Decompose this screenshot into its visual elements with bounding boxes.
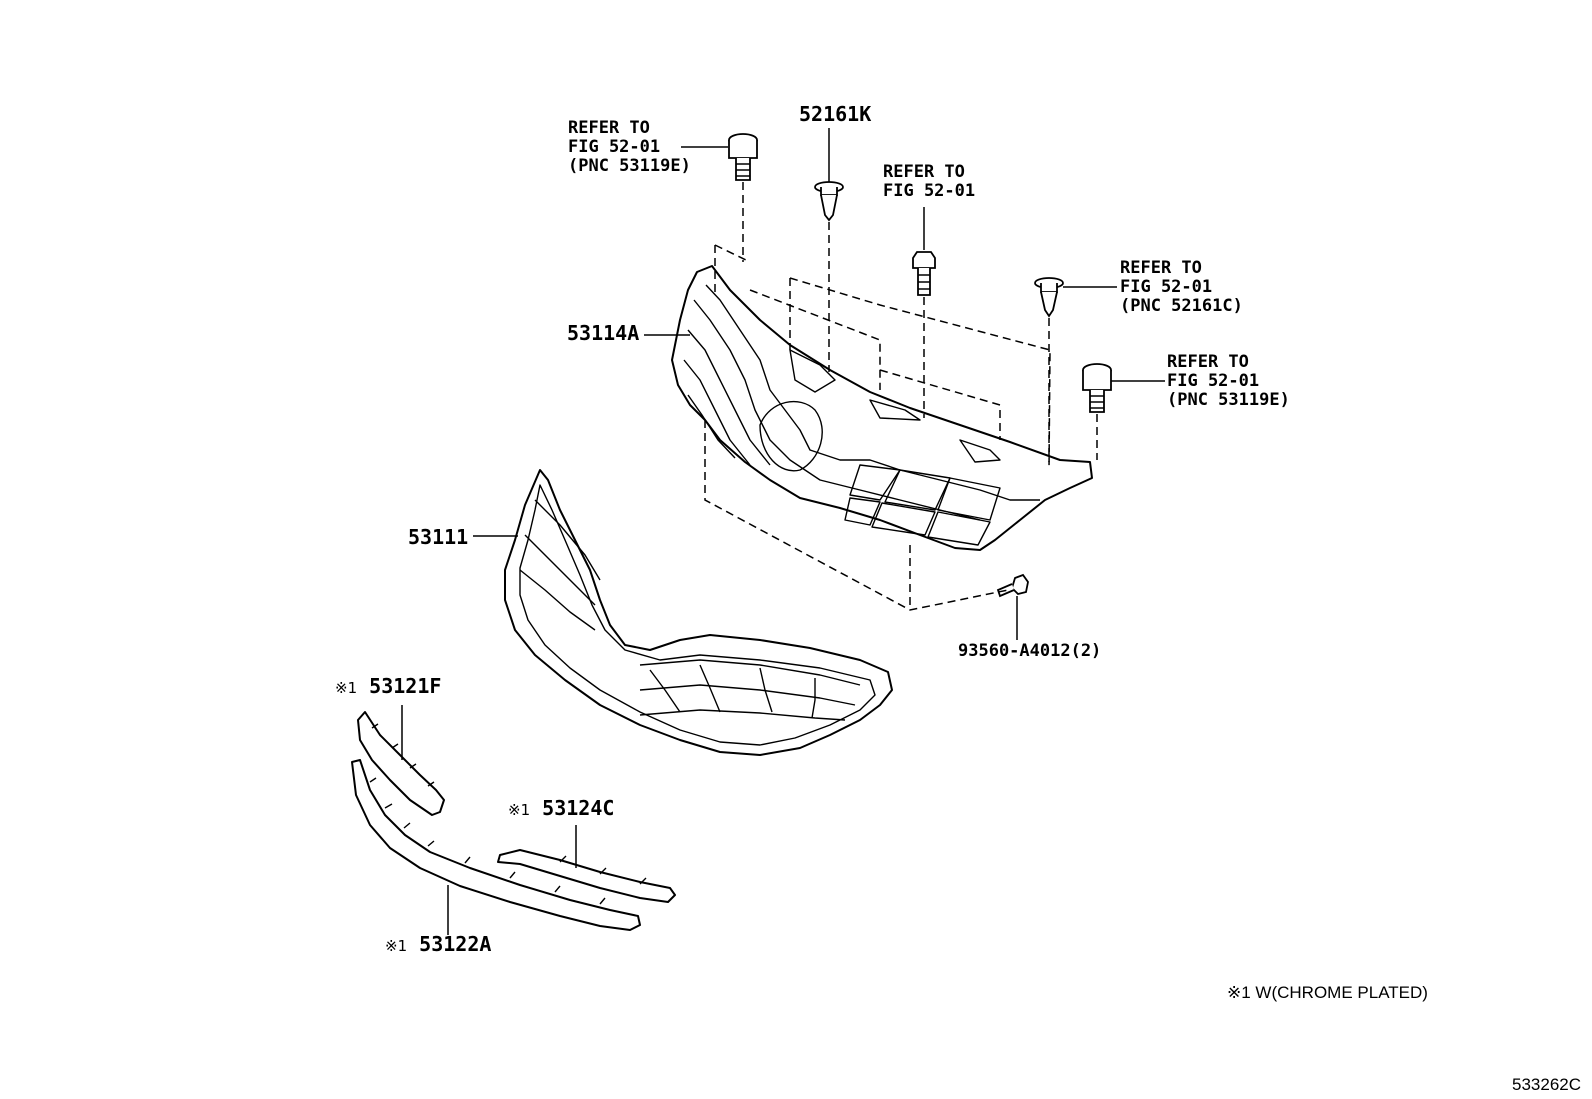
label-refer-52161c: REFER TO FIG 52-01 (PNC 52161C) <box>1120 259 1243 316</box>
label-line: FIG 52-01 <box>568 137 661 157</box>
label-line: REFER TO <box>883 162 965 182</box>
label-refer-fig-center: REFER TO FIG 52-01 <box>883 163 975 201</box>
screw-93560 <box>996 573 1029 598</box>
assembly-lines <box>704 182 1098 611</box>
label-pnc-53122a: ※1 53122A <box>385 933 491 957</box>
label-line: REFER TO <box>568 118 650 138</box>
label-pnc-53111: 53111 <box>408 525 469 549</box>
bolt-center <box>912 251 936 296</box>
label-line: (PNC 53119E) <box>568 156 691 176</box>
chrome-mark-symbol: ※1 <box>385 937 408 955</box>
molding-53122a <box>351 759 641 931</box>
label-line: FIG 52-01 <box>1120 277 1213 297</box>
label-line: REFER TO <box>1167 352 1249 372</box>
label-text: 53124C <box>542 796 615 820</box>
label-line: FIG 52-01 <box>883 181 976 201</box>
label-pnc-53124c: ※1 53124C <box>508 797 614 821</box>
label-line: FIG 52-01 <box>1167 371 1260 391</box>
label-refer-53119e-right: REFER TO FIG 52-01 (PNC 53119E) <box>1167 353 1290 410</box>
label-pnc-93560: 93560-A4012(2) <box>958 641 1102 661</box>
legend-note: ※1 W(CHROME PLATED) <box>1227 983 1428 1002</box>
leader-lines <box>401 128 1165 935</box>
grille-frame-53114a <box>671 265 1093 551</box>
molding-53121f <box>357 711 445 816</box>
label-line: (PNC 53119E) <box>1167 390 1290 410</box>
label-line: (PNC 52161C) <box>1120 296 1243 316</box>
label-pnc-53121f: ※1 53121F <box>335 675 441 699</box>
fastener-53119e-right <box>1082 363 1112 413</box>
label-line: REFER TO <box>1120 258 1202 278</box>
clip-52161c <box>1034 277 1064 318</box>
fastener-53119e-top <box>728 133 758 181</box>
label-refer-53119e-top: REFER TO FIG 52-01 (PNC 53119E) <box>568 119 691 176</box>
label-text: 53121F <box>369 674 442 698</box>
label-pnc-53114a: 53114A <box>567 321 640 345</box>
label-text: 53122A <box>419 932 492 956</box>
molding-53124c <box>497 849 676 903</box>
label-pnc-52161k: 52161K <box>799 102 872 126</box>
chrome-mark-symbol: ※1 <box>508 801 531 819</box>
chrome-mark-symbol: ※1 <box>335 679 358 697</box>
clip-52161k <box>814 181 844 222</box>
grille-53111 <box>504 469 893 756</box>
figure-code: 533262C <box>1512 1075 1582 1094</box>
